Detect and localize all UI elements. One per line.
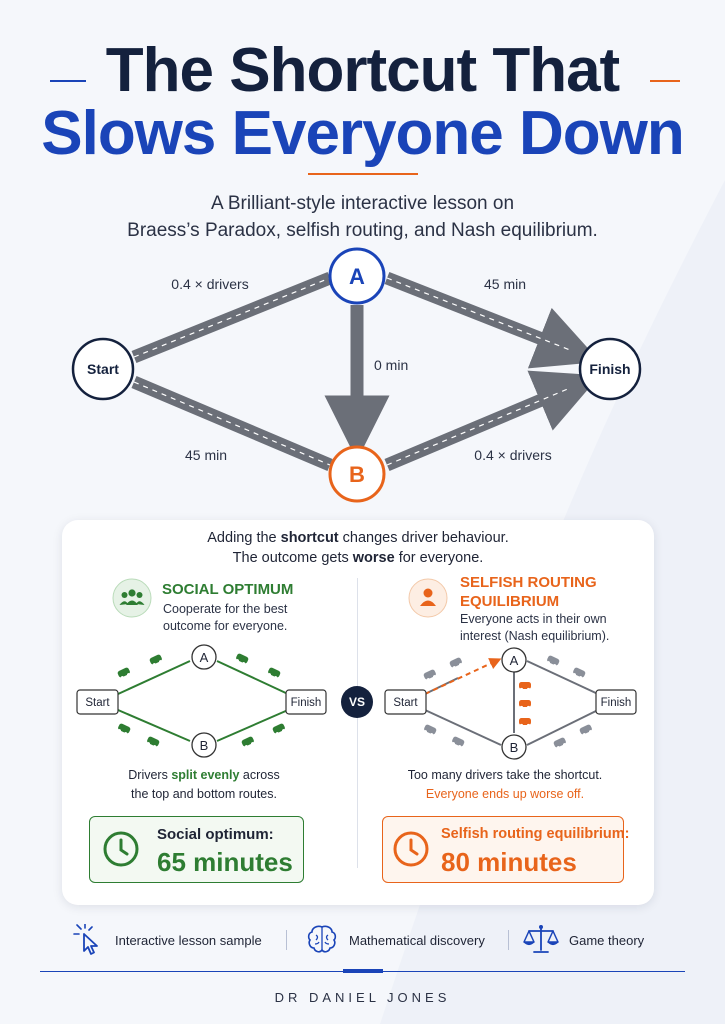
mini-node-start-social: Start [76, 689, 119, 715]
node-b: B [328, 445, 386, 503]
label-b-finish: 0.4 × drivers [474, 447, 551, 463]
selfish-result-box [382, 816, 624, 883]
subtitle-line-2: Braess’s Paradox, selfish routing, and N… [127, 220, 598, 241]
svg-text:Finish: Finish [291, 697, 322, 709]
selfish-result-label: Selfish routing equilibrium: [441, 826, 630, 842]
footer-item-interactive: Interactive lesson sample [115, 933, 262, 948]
social-result-label: Social optimum: [157, 826, 274, 843]
selfish-network-diagram: Start Finish A B [384, 647, 637, 760]
node-a-label: A [349, 264, 365, 289]
svg-text:A: A [200, 650, 209, 665]
mini-node-start-selfish: Start [384, 689, 427, 715]
road-network-diagram: Start Finish A B 0.4 × drivers 45 min 0 … [71, 247, 642, 503]
social-title: SOCIAL OPTIMUM [162, 581, 294, 598]
column-divider [357, 578, 358, 868]
mini-node-a-social: A [191, 644, 217, 670]
selfish-desc: Everyone acts in their own interest (Nas… [460, 612, 610, 643]
social-caption: Drivers split evenly across the top and … [128, 768, 280, 801]
road-start-a [131, 271, 333, 364]
subtitle-line-1: A Brilliant-style interactive lesson on [210, 193, 515, 214]
mini-node-b-social: B [191, 732, 217, 758]
clock-icon-green [103, 831, 139, 867]
mini-node-finish-social: Finish [285, 689, 327, 715]
svg-text:Start: Start [393, 697, 418, 709]
car-icons-shortcut-orange [519, 682, 531, 728]
title-underline [308, 173, 418, 175]
clock-icon-orange [393, 831, 429, 867]
road-b-finish [384, 370, 600, 471]
comparison-intro: Adding the shortcut changes driver behav… [62, 528, 654, 568]
label-a-b: 0 min [374, 357, 408, 373]
title-line-2: Slows Everyone Down [41, 99, 685, 168]
car-icons-social [117, 653, 286, 749]
footer-item-game-theory: Game theory [569, 933, 645, 948]
label-start-a: 0.4 × drivers [171, 276, 248, 292]
label-a-finish: 45 min [484, 276, 526, 292]
author-name: DR DANIEL JONES [274, 990, 451, 1005]
person-icon [408, 578, 448, 618]
intro-line-2: The outcome gets worse for everyone. [232, 550, 484, 566]
node-finish: Finish [578, 337, 642, 401]
svg-text:A: A [510, 653, 519, 668]
social-result-box [89, 816, 304, 883]
svg-text:B: B [200, 738, 209, 753]
cursor-click-icon [73, 924, 98, 955]
road-a-finish [384, 271, 601, 369]
mini-node-a-selfish: A [501, 647, 527, 673]
svg-text:Start: Start [85, 697, 110, 709]
footer-divider-1 [286, 930, 287, 950]
selfish-caption: Too many drivers take the shortcut. Ever… [407, 768, 603, 801]
social-result-value: 65 minutes [157, 847, 293, 877]
svg-text:B: B [510, 740, 519, 755]
footer-item-math: Mathematical discovery [349, 933, 485, 948]
node-finish-label: Finish [589, 361, 630, 377]
node-start-label: Start [87, 361, 119, 377]
subtitle: A Brilliant-style interactive lesson on … [0, 190, 725, 244]
road-start-b [131, 376, 333, 471]
social-network-diagram: Start Finish A B [76, 644, 327, 758]
intro-line-1: Adding the shortcut changes driver behav… [207, 530, 509, 546]
vs-badge: VS [341, 686, 373, 718]
social-desc: Cooperate for the best outcome for every… [163, 602, 288, 633]
brain-icon [307, 925, 337, 953]
selfish-result-value: 80 minutes [441, 847, 577, 877]
balance-scale-icon [523, 925, 559, 953]
car-icons-selfish-gray [423, 655, 593, 750]
title-dash-right [650, 80, 680, 82]
title-dash-left [50, 80, 86, 82]
mini-node-b-selfish: B [501, 734, 527, 760]
label-start-b: 45 min [185, 447, 227, 463]
title-line-1: The Shortcut That [105, 36, 620, 105]
selfish-title: SELFISH ROUTING EQUILIBRIUM [460, 574, 597, 610]
svg-text:Finish: Finish [601, 697, 632, 709]
node-a: A [328, 247, 386, 305]
people-icon [112, 578, 152, 618]
node-b-label: B [349, 462, 365, 487]
node-start: Start [71, 337, 135, 401]
footer-rule-accent [343, 969, 383, 973]
footer-divider-2 [508, 930, 509, 950]
mini-node-finish-selfish: Finish [595, 689, 637, 715]
